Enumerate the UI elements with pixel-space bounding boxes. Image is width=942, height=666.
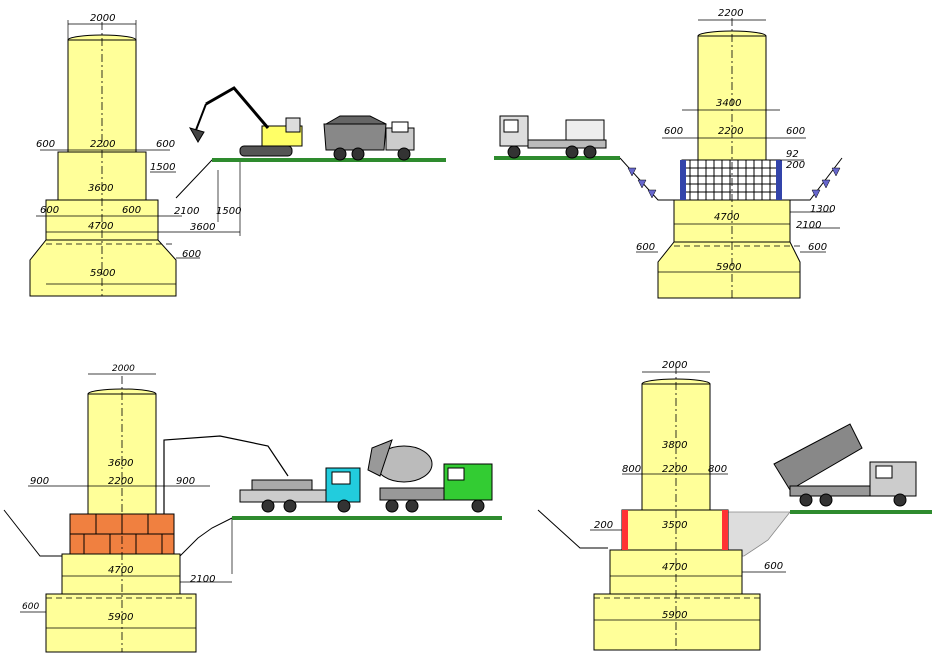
flatbed-truck-icon bbox=[499, 115, 607, 159]
base-5900 bbox=[593, 593, 761, 651]
step-3500 bbox=[621, 509, 729, 551]
dim-600-right: 600 bbox=[156, 139, 175, 150]
backfill-left bbox=[622, 510, 628, 550]
dim-3400: 3400 bbox=[716, 98, 741, 109]
dim-4700: 4700 bbox=[108, 565, 133, 576]
dim-600-l: 600 bbox=[636, 242, 655, 253]
panel-excavation: 2000 600 2200 600 1500 3600 600 600 2100… bbox=[29, 13, 446, 297]
dim-1300: 1300 bbox=[810, 204, 835, 215]
backfill-right bbox=[722, 510, 728, 550]
dump-truck-icon bbox=[323, 115, 415, 161]
excavator-icon bbox=[188, 86, 303, 157]
dim-600c: 600 bbox=[182, 249, 201, 260]
dim-800-left: 800 bbox=[622, 464, 641, 475]
rebar-grid bbox=[682, 160, 780, 200]
dim-600-right: 600 bbox=[786, 126, 805, 137]
dim-2200: 2200 bbox=[718, 126, 743, 137]
dim-200: 200 bbox=[786, 160, 805, 171]
dim-3800: 3800 bbox=[662, 440, 687, 451]
panel-backfill: 2000 3800 800 2200 800 200 3500 4700 600… bbox=[537, 360, 932, 651]
dim-3500: 3500 bbox=[662, 520, 687, 531]
rebar-cage bbox=[681, 159, 781, 201]
dim-5900: 5900 bbox=[108, 612, 133, 623]
gravel-pile bbox=[727, 511, 791, 557]
dim-2200: 2200 bbox=[90, 139, 115, 150]
concrete-pump-truck-icon bbox=[239, 467, 361, 513]
dim-4700: 4700 bbox=[662, 562, 687, 573]
dim-3600: 3600 bbox=[108, 458, 133, 469]
dim-column-width: 2000 bbox=[662, 360, 687, 371]
dim-5900: 5900 bbox=[90, 268, 115, 279]
dim-92: 92 bbox=[786, 149, 799, 160]
tipping-dump-truck-icon bbox=[773, 423, 917, 507]
dim-2100: 2100 bbox=[796, 220, 821, 231]
base-5900 bbox=[657, 241, 801, 299]
dim-5900: 5900 bbox=[662, 610, 687, 621]
dim-900-right: 900 bbox=[176, 476, 195, 487]
dim-3600b: 3600 bbox=[190, 222, 215, 233]
dim-2100: 2100 bbox=[174, 206, 199, 217]
dim-column-width: 2200 bbox=[718, 8, 743, 19]
concrete-mixer-truck-icon bbox=[367, 439, 493, 513]
dim-1500b: 1500 bbox=[216, 206, 241, 217]
panel-reinforcement: 2200 3400 600 2200 600 92 200 4700 1300 … bbox=[494, 8, 843, 299]
dim-600-left: 600 bbox=[36, 139, 55, 150]
dim-2200: 2200 bbox=[662, 464, 687, 475]
panel-brickwork: 2000 3600 900 2200 900 4700 2100 600 590… bbox=[3, 364, 502, 653]
dim-800-right: 800 bbox=[708, 464, 727, 475]
dim-5900: 5900 bbox=[716, 262, 741, 273]
dim-2100: 2100 bbox=[190, 574, 215, 585]
dim-600: 600 bbox=[22, 602, 39, 612]
dim-column-width: 2000 bbox=[112, 364, 135, 374]
dim-3600: 3600 bbox=[88, 183, 113, 194]
formwork-left bbox=[680, 160, 686, 200]
dim-600-r: 600 bbox=[808, 242, 827, 253]
dim-1500: 1500 bbox=[150, 162, 175, 173]
dim-4700: 4700 bbox=[714, 212, 739, 223]
formwork-right bbox=[776, 160, 782, 200]
dim-2200: 2200 bbox=[108, 476, 133, 487]
dim-600b-left: 600 bbox=[40, 205, 59, 216]
base-5900 bbox=[45, 593, 197, 653]
dim-600b-right: 600 bbox=[122, 205, 141, 216]
dim-4700: 4700 bbox=[88, 221, 113, 232]
dim-200: 200 bbox=[594, 520, 613, 531]
dim-600-left: 600 bbox=[664, 126, 683, 137]
base-5900 bbox=[29, 239, 177, 297]
step-4700 bbox=[61, 553, 181, 595]
dim-column-width: 2000 bbox=[90, 13, 115, 24]
dim-900-left: 900 bbox=[30, 476, 49, 487]
dim-600: 600 bbox=[764, 561, 783, 572]
